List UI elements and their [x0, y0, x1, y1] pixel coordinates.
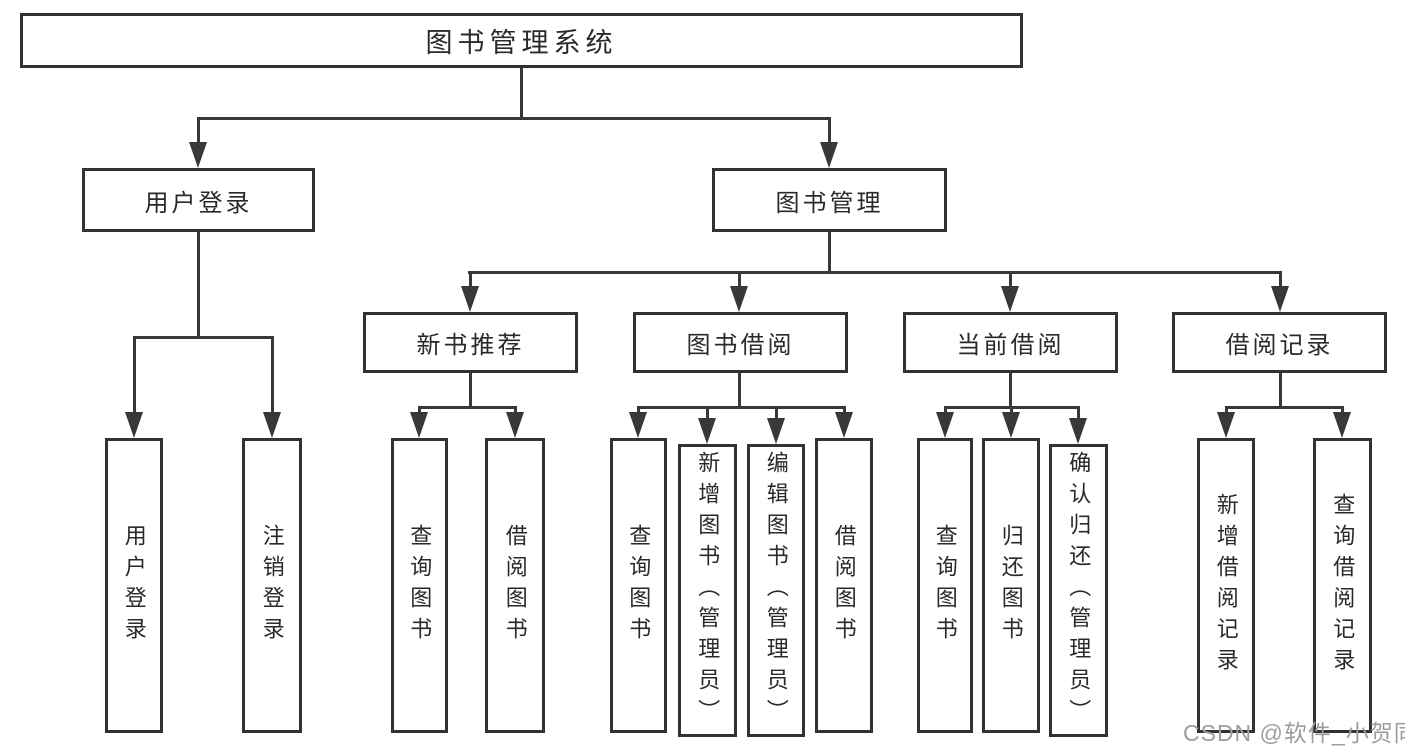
node-label: 编辑图书（管理员） [763, 451, 789, 730]
arrow-down-icon [936, 412, 954, 438]
leaf-return-books: 归还图书 [982, 438, 1040, 733]
leaf-query-borrow-record: 查询借阅记录 [1313, 438, 1372, 733]
node-book-borrowing: 图书借阅 [633, 312, 848, 373]
arrow-down-icon [730, 286, 748, 312]
watermark: CSDN @软件_小贺同学 [1183, 720, 1405, 746]
connector-line [738, 271, 741, 289]
leaf-add-book-admin: 新增图书（管理员） [678, 444, 737, 737]
node-label: 用户登录 [121, 523, 147, 648]
node-label: 当前借阅 [956, 332, 1065, 359]
connector-line [468, 271, 1281, 274]
leaf-confirm-return-admin: 确认归还（管理员） [1049, 444, 1108, 737]
node-label: 查询图书 [932, 523, 958, 648]
connector-line [637, 406, 846, 409]
node-label: 图书借阅 [686, 332, 795, 359]
arrow-down-icon [189, 142, 207, 168]
connector-line [1010, 406, 1013, 416]
connector-line [1225, 406, 1228, 416]
leaf-add-borrow-record: 新增借阅记录 [1197, 438, 1255, 733]
leaf-edit-book-admin: 编辑图书（管理员） [747, 444, 805, 737]
node-label: 查询图书 [407, 523, 433, 648]
arrow-down-icon [410, 412, 428, 438]
connector-line [775, 406, 778, 422]
leaf-user-login: 用户登录 [105, 438, 163, 733]
connector-line [514, 406, 517, 416]
node-label: 新书推荐 [416, 332, 525, 359]
arrow-down-icon [767, 418, 785, 444]
node-user-login: 用户登录 [82, 168, 315, 232]
connector-line [197, 117, 830, 120]
node-library-system: 图书管理系统 [20, 13, 1023, 68]
leaf-query-books: 查询图书 [610, 438, 667, 733]
node-current-borrowing: 当前借阅 [903, 312, 1118, 373]
connector-line [197, 232, 200, 339]
node-label: 借阅图书 [831, 523, 857, 648]
arrow-down-icon [698, 418, 716, 444]
node-label: 图书管理 [775, 189, 884, 217]
node-label: 确认归还（管理员） [1066, 451, 1092, 730]
arrow-down-icon [1002, 412, 1020, 438]
leaf-logout: 注销登录 [242, 438, 302, 733]
node-label: 归还图书 [998, 523, 1024, 648]
connector-line [1279, 373, 1282, 409]
connector-line [944, 406, 1080, 409]
leaf-query-books: 查询图书 [917, 438, 973, 733]
node-label: 注销登录 [259, 523, 285, 648]
leaf-query-books: 查询图书 [391, 438, 448, 733]
node-label: 用户登录 [144, 189, 253, 217]
connector-line [133, 336, 273, 339]
connector-line [637, 406, 640, 416]
connector-line [828, 117, 831, 145]
arrow-down-icon [263, 412, 281, 438]
leaf-borrow-books: 借阅图书 [485, 438, 545, 733]
connector-line [828, 232, 831, 274]
connector-line [520, 68, 523, 120]
connector-line [418, 406, 421, 416]
arrow-down-icon [506, 412, 524, 438]
connector-line [1225, 406, 1344, 409]
arrow-down-icon [820, 142, 838, 168]
connector-line [843, 406, 846, 416]
connector-line [706, 406, 709, 422]
connector-line [133, 336, 136, 416]
connector-line [197, 117, 200, 145]
connector-line [469, 271, 472, 289]
connector-line [1077, 406, 1080, 422]
connector-line [738, 373, 741, 409]
node-book-management: 图书管理 [712, 168, 947, 232]
leaf-borrow-books: 借阅图书 [815, 438, 873, 733]
arrow-down-icon [1271, 286, 1289, 312]
node-label: 新增借阅记录 [1213, 492, 1239, 679]
node-label: 借阅记录 [1225, 332, 1334, 359]
arrow-down-icon [1001, 286, 1019, 312]
arrow-down-icon [835, 412, 853, 438]
node-label: 图书管理系统 [425, 28, 618, 58]
arrow-down-icon [125, 412, 143, 438]
connector-line [1341, 406, 1344, 416]
arrow-down-icon [461, 286, 479, 312]
arrow-down-icon [629, 412, 647, 438]
arrow-down-icon [1217, 412, 1235, 438]
node-new-book-recommend: 新书推荐 [363, 312, 578, 373]
arrow-down-icon [1333, 412, 1351, 438]
node-label: 查询图书 [626, 523, 652, 648]
connector-line [1009, 271, 1012, 289]
connector-line [271, 336, 274, 416]
node-borrow-records: 借阅记录 [1172, 312, 1387, 373]
connector-line [1279, 271, 1282, 289]
node-label: 新增图书（管理员） [695, 451, 721, 730]
node-label: 查询借阅记录 [1330, 492, 1356, 679]
arrow-down-icon [1069, 418, 1087, 444]
connector-line [418, 406, 517, 409]
connector-line [1009, 373, 1012, 409]
node-label: 借阅图书 [502, 523, 528, 648]
connector-line [944, 406, 947, 416]
connector-line [469, 373, 472, 409]
